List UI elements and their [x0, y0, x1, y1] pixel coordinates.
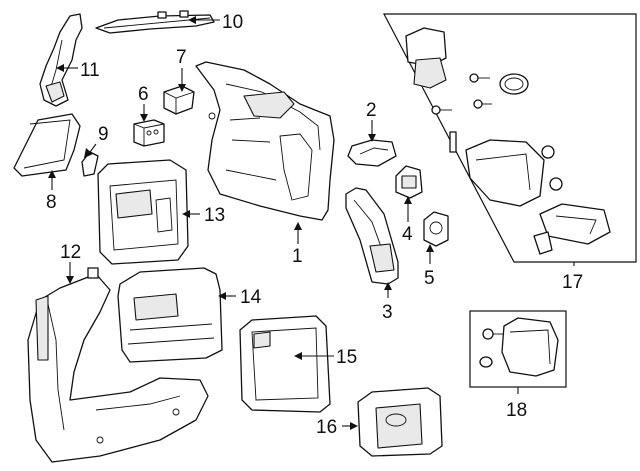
- callout-14: 14: [240, 287, 262, 308]
- part-11-pillar-trim: [39, 13, 83, 107]
- callout-4: 4: [402, 224, 413, 245]
- part-8-quarter-trim: [13, 113, 81, 177]
- part-16-storage-tray: [357, 387, 443, 457]
- callout-1: 1: [292, 246, 303, 267]
- callout-6: 6: [138, 84, 149, 105]
- callout-5: 5: [424, 268, 435, 289]
- callout-10: 10: [222, 12, 243, 33]
- callout-7: 7: [176, 47, 187, 68]
- part-2-handle-insert: [347, 139, 397, 167]
- callout-labels: 10 11 7 6 9 8 2 1 4 5 3 13 14 12 15 16 1…: [46, 12, 583, 438]
- callout-9: 9: [98, 124, 109, 145]
- part-12-lower-quarter-trim: [27, 267, 209, 463]
- callout-15: 15: [336, 347, 357, 368]
- part-9-clip: [81, 151, 99, 177]
- part-14-storage-bin: [117, 267, 223, 363]
- callout-3: 3: [382, 302, 393, 323]
- callout-13: 13: [204, 205, 225, 226]
- part-4-power-outlet: [395, 165, 423, 199]
- part-15-cover-panel: [239, 315, 331, 413]
- part-1-quarter-trim-panel: [195, 61, 335, 221]
- leader-lines: [48, 16, 575, 430]
- callout-12: 12: [60, 242, 81, 263]
- part-5-outlet-housing: [423, 211, 449, 247]
- callout-16: 16: [316, 417, 337, 438]
- part-10-upper-trim-strip: [95, 10, 215, 34]
- callout-18: 18: [506, 400, 527, 421]
- callout-17: 17: [562, 272, 583, 293]
- callout-11: 11: [80, 60, 100, 81]
- part-7-switch-block: [163, 85, 195, 115]
- part-3-cupholder-strip: [345, 187, 399, 285]
- part-17-group-box: [383, 13, 637, 263]
- part-6-connector-block: [133, 119, 165, 147]
- callout-8: 8: [46, 192, 57, 213]
- part-13-storage-bin-frame: [97, 159, 189, 265]
- part-18-group-box: [469, 310, 567, 388]
- callout-2: 2: [366, 100, 377, 121]
